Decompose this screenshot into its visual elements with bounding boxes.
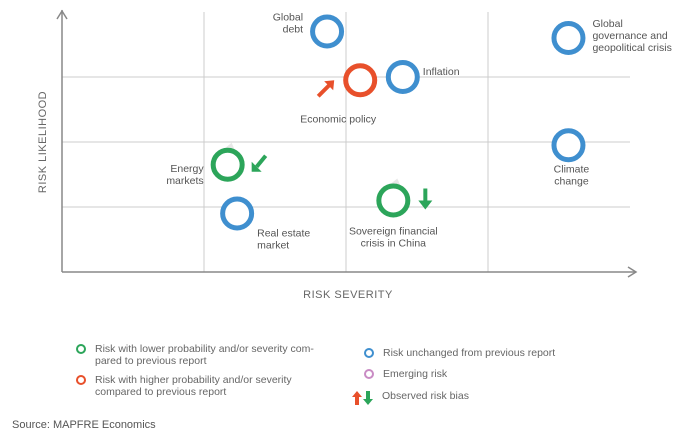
legend-emerging-label: Emerging risk [383,368,448,380]
x-axis-arrow-icon [627,266,638,278]
bias-down-arrowhead [251,161,262,172]
risk-point: Inflation [385,60,460,94]
legend-bias-label: Observed risk bias [382,390,469,402]
legend-item-bias: Observed risk bias [352,390,469,406]
risk-point-label-line: Global [273,12,303,24]
bias-up-arrow-icon [316,83,331,98]
legend-higher-label: Risk with higher probability and/or seve… [95,374,292,398]
legend-lower-label: Risk with lower probability and/or sever… [95,343,314,367]
risk-point-marker [551,21,586,55]
legend-item-emerging: Emerging risk [364,368,447,380]
risk-point-label-line: Economic policy [300,113,377,125]
risk-point-label-line: Climate [554,163,590,175]
risk-point-label-line: crisis in China [361,238,427,250]
red-circle-icon [76,375,86,385]
legend-item-unchanged: Risk unchanged from previous report [364,347,555,359]
risk-point-label-line: governance and [592,30,667,42]
risk-point-label-line: Sovereign financial [349,226,438,238]
risk-point-label-line: markets [166,175,203,187]
source-note: Source: MAPFRE Economics [12,419,156,431]
green-circle-icon [76,344,86,354]
bias-down-arrowhead [418,200,433,210]
risk-point-label-line: Global [592,18,622,30]
legend-unchanged-label: Risk unchanged from previous report [383,347,556,359]
grid-lines [62,12,630,272]
x-axis-title: RISK SEVERITY [303,289,393,301]
risk-point-label-line: Inflation [423,66,460,78]
risk-point-label-line: Real estate [257,228,310,240]
risk-point-marker [385,60,420,94]
risk-point-marker [376,183,411,218]
risk-point-label-line: Energy [170,163,204,175]
up-down-arrows-icon [352,390,374,406]
pink-circle-icon [364,369,374,379]
blue-circle-icon [364,348,374,358]
risk-point-label-line: change [554,175,589,187]
risk-point-label: Inflation [423,66,460,78]
legend-item-higher: Risk with higher probability and/or seve… [76,374,292,398]
risk-point-marker [220,196,255,231]
risk-point-label: Economic policy [300,113,377,125]
risk-point-marker [310,14,345,49]
axes [56,9,638,278]
risk-point-marker [551,128,586,163]
risk-point-label-line: geopolitical crisis [592,42,671,54]
risk-point-label-line: market [257,240,289,252]
risk-point: Economic policy [300,63,378,125]
y-axis-arrow-icon [56,9,68,20]
legend-item-lower: Risk with lower probability and/or sever… [76,343,314,367]
risk-point-marker [343,63,378,98]
bias-down-arrow-icon [255,154,268,169]
risk-point-label-line: debt [283,24,304,36]
bias-up-arrowhead [324,80,335,91]
y-axis-title: RISK LIKELIHOOD [37,91,49,193]
risk-point-marker [210,147,245,182]
